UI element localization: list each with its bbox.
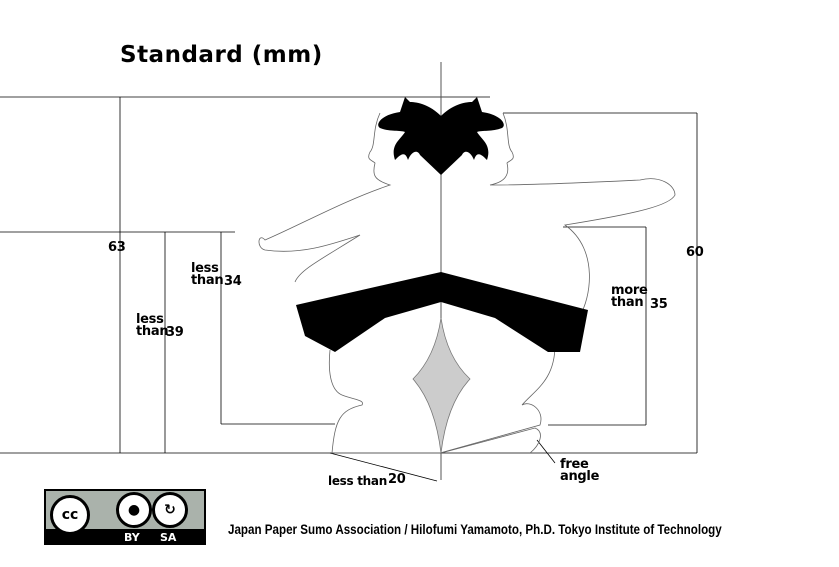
credit-line: Japan Paper Sumo Association / Hilofumi … (228, 522, 722, 537)
attribution-icon: ● (116, 492, 152, 528)
dimension-lines (0, 96, 698, 482)
dim-total-right: 60 (686, 245, 704, 260)
free-angle-label: free angle (560, 457, 600, 484)
dim-34-prefix: less than (191, 261, 224, 288)
sumo-hair (378, 97, 504, 175)
dim-35-value: 35 (650, 297, 668, 312)
mawashi-belt (296, 272, 588, 352)
dim-20-prefix: less than (328, 474, 387, 488)
dim-35-prefix: more than (611, 283, 648, 310)
mawashi-apron (412, 317, 471, 454)
license-by: BY (124, 531, 140, 544)
dim-39-prefix: less than (136, 312, 169, 339)
share-alike-icon: ↻ (152, 492, 188, 528)
dim-total-left: 63 (108, 240, 126, 255)
dim-39-value: 39 (166, 325, 184, 340)
cc-by-sa-badge[interactable]: cc ● ↻ BY SA (44, 489, 206, 545)
page-title: Standard (mm) (120, 42, 323, 68)
cc-icon: cc (50, 495, 90, 535)
sumo-outline (258, 112, 676, 454)
dim-20-value: 20 (388, 472, 406, 487)
license-sa: SA (160, 531, 177, 544)
dim-34-value: 34 (224, 274, 242, 289)
